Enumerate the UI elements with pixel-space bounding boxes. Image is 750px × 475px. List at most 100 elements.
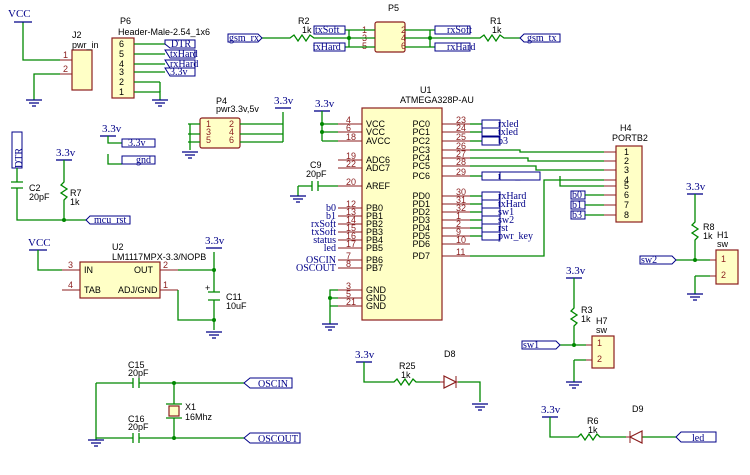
- u1-net-oscin: OSCIN: [306, 255, 336, 266]
- j2-value: pwr_in: [72, 40, 99, 50]
- p4-header: P4 pwr3.3v,5v 1 3 5 2 4 6 3.3v: [182, 95, 294, 159]
- j2-pin2: 2: [63, 64, 68, 74]
- u1-pin-name-pc5: PC5: [412, 161, 430, 171]
- u2-vcc: VCC: [28, 237, 51, 249]
- p6-pin-5: 5: [119, 49, 124, 59]
- u1-pin-name-gnd-3: GND: [366, 285, 387, 295]
- u1-pin-9: 9: [456, 227, 461, 237]
- u1-pin-name-adc7-22: ADC7: [366, 163, 390, 173]
- u1-pin-6: 6: [346, 123, 351, 133]
- u2-pin2: 2: [163, 260, 168, 270]
- r2-ref: R2: [298, 16, 310, 26]
- u1-pin-name-pd6: PD6: [412, 239, 430, 249]
- h1-value: sw: [717, 239, 729, 249]
- r6-value: 1k: [588, 425, 598, 435]
- u1-3v3: 3.3v: [315, 98, 335, 110]
- h1-switch-circuit: 3.3v sw2 R8 1k 1 2 H1 sw: [639, 181, 739, 301]
- h4-pin-1: 1: [624, 147, 629, 157]
- p6-pin-6: 6: [119, 39, 124, 49]
- dtr-label: DTR: [14, 148, 25, 168]
- u1-pin-25: 25: [456, 132, 466, 142]
- u1-pin-name-adc6-19: ADC6: [366, 155, 390, 165]
- h7-net-sw1: sw1: [523, 340, 539, 351]
- u1-pin-30: 30: [456, 187, 466, 197]
- p6-ref: P6: [120, 16, 131, 26]
- d8-ref: D8: [444, 349, 456, 359]
- u1-pin-name-pb6-7: PB6: [366, 255, 383, 265]
- u1-net-rst: rst: [498, 223, 508, 234]
- h4-pin-7: 7: [624, 200, 629, 210]
- u2-pin3: 3: [68, 260, 73, 270]
- p5-pin5: 5: [362, 41, 367, 51]
- d8-3v3: 3.3v: [355, 349, 375, 361]
- u1-net-rxsoft: rxSoft: [311, 219, 336, 230]
- u1-pin-8: 8: [346, 259, 351, 269]
- r7-ref: R7: [70, 188, 82, 198]
- h4-value: PORTB2: [612, 133, 648, 143]
- p5-pin2: 2: [401, 25, 406, 35]
- u1-pin-name-pb3-15: PB3: [366, 227, 383, 237]
- r8-ref: R8: [703, 222, 715, 232]
- u1-net-status: status: [313, 235, 336, 246]
- u2-pin-adjgnd: ADJ/GND: [118, 285, 158, 295]
- reset-circuit: DTR C2 20pF 3.3v R7 1k mcu_rst: [11, 131, 131, 226]
- h4-ref: H4: [620, 123, 632, 133]
- c15-value: 20pF: [128, 368, 149, 378]
- u1-pin-name-pc4: PC4: [412, 153, 430, 163]
- h4-pin-4: 4: [624, 175, 629, 185]
- u1-pin-4: 4: [346, 115, 351, 125]
- h4-net-b1: b1: [572, 200, 582, 211]
- u1-value: ATMEGA328P-AU: [400, 95, 474, 105]
- c15-ref: C15: [128, 360, 145, 370]
- u1-pin-name-pd5: PD5: [412, 231, 430, 241]
- p5-label-txhard: txHard: [313, 42, 341, 53]
- u1-pin-name-pc2: PC2: [412, 136, 430, 146]
- u1-net-sw1: sw1: [498, 207, 514, 218]
- p6-pin-1: 1: [119, 87, 124, 97]
- u1-pin-19: 19: [346, 151, 356, 161]
- d9-3v3: 3.3v: [541, 404, 561, 416]
- p4-pin5: 5: [206, 135, 211, 145]
- p6-pin-2: 2: [119, 77, 124, 87]
- p5-ref: P5: [388, 3, 399, 13]
- u1-pin-10: 10: [456, 235, 466, 245]
- u1-pin-name-pd7: PD7: [412, 251, 430, 261]
- u1-pin-name-pc3: PC3: [412, 145, 430, 155]
- r6-ref: R6: [587, 416, 599, 426]
- v33-net-label: 3.3v: [128, 138, 146, 149]
- d9-led-circuit: 3.3v R6 1k D9 led: [541, 404, 717, 444]
- u1-pin-21: 21: [346, 297, 356, 307]
- p6-label-txhard: txHard: [170, 49, 198, 60]
- j2-connector: VCC 1 2 J2 pwr_in: [8, 8, 99, 107]
- p4-pin2: 2: [229, 119, 234, 129]
- j2-pin1: 1: [63, 50, 68, 60]
- u1-pin-name-pd2: PD2: [412, 207, 430, 217]
- c2-value: 20pF: [29, 192, 50, 202]
- u2-3v3: 3.3v: [205, 235, 225, 247]
- r25-ref: R25: [399, 361, 416, 371]
- u1-pin-name-pd3: PD3: [412, 215, 430, 225]
- h7-ref: H7: [596, 316, 608, 326]
- u1-pin-name-pb4-16: PB4: [366, 235, 383, 245]
- u1-pin-24: 24: [456, 123, 466, 133]
- c2-ref: C2: [29, 183, 41, 193]
- u1-net-oscout: OSCOUT: [296, 263, 336, 274]
- u1-pin-31: 31: [456, 195, 466, 205]
- u1-net-rxled: rxled: [498, 119, 519, 130]
- p6-pin-4: 4: [119, 59, 124, 69]
- h7-3v3: 3.3v: [566, 265, 586, 277]
- u1-net-rxhard: rxHard: [498, 191, 526, 202]
- u2-pin-tab: TAB: [84, 285, 101, 295]
- u1-pin-20: 20: [346, 177, 356, 187]
- c9-value: 20pF: [306, 169, 327, 179]
- p4-pin6: 6: [229, 135, 234, 145]
- u1-pin-1: 1: [456, 211, 461, 221]
- x1-ref: X1: [185, 402, 196, 412]
- p6-pin-3: 3: [119, 67, 124, 77]
- h7-switch-circuit: 3.3v sw1 R3 1k 1 2 H7 sw: [521, 265, 615, 389]
- h4-pin-3: 3: [624, 165, 629, 175]
- u1-pin-11: 11: [456, 247, 465, 257]
- u1-ref: U1: [420, 85, 432, 95]
- r25-value: 1k: [401, 370, 411, 380]
